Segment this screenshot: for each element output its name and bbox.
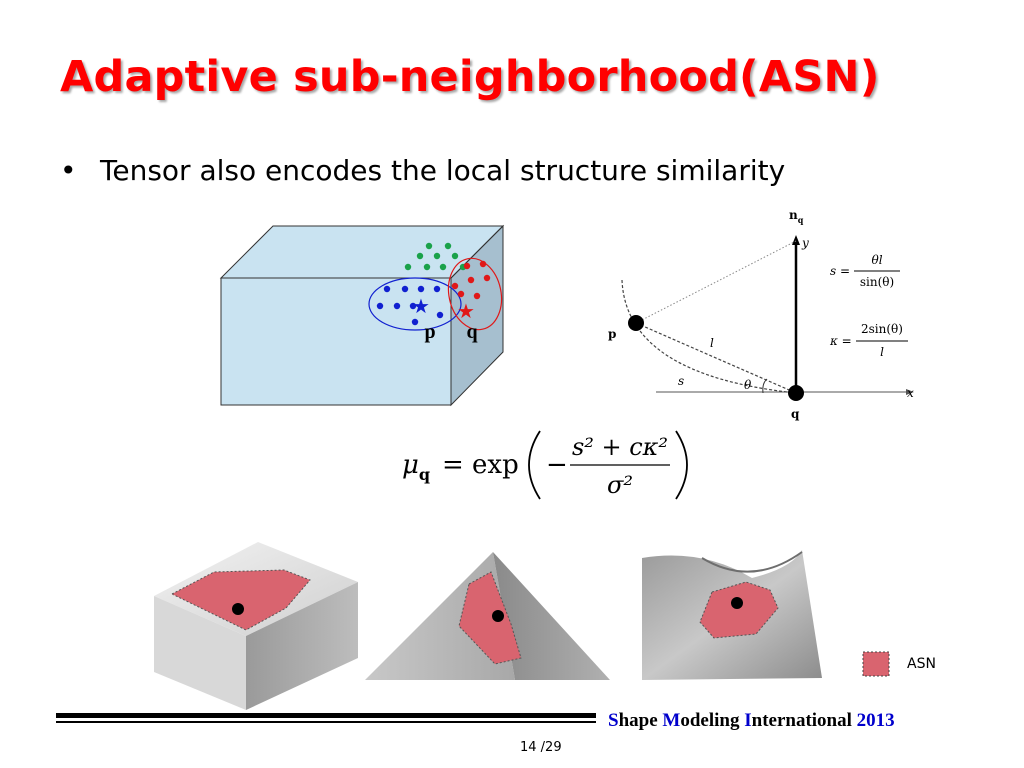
x-axis-label: x [907,386,914,400]
red-point-cluster [451,260,491,300]
point-p-label: p [424,321,435,343]
footer-rule [56,713,596,723]
formula-numerator: s² + cκ² [572,433,668,461]
asn-region-surface [699,581,779,639]
tangent-dotted-line [635,240,797,324]
point-q-star: ★ [457,299,475,323]
blue-point-cluster [376,285,444,326]
blue-neighborhood-ellipse [368,277,462,331]
legend-label: ASN [907,656,936,672]
eq-kappa-numerator: 2sin(θ) [861,322,903,336]
eq-s-lhs: s = [830,264,850,278]
asn-region-pyramid [458,571,522,665]
bullet-text: Tensor also encodes the local structure … [100,154,786,187]
arc-curve [621,279,797,394]
conference-name: Shape Modeling International 2013 [608,710,895,731]
formula-denominator: σ² [607,471,633,499]
slide-title: Adaptive sub-neighborhood(ASN) [60,52,880,102]
eq-kappa-lhs: κ = [829,334,852,348]
legend-swatch [862,651,890,677]
example-surface [642,550,822,680]
formula-exp: = exp [442,450,519,480]
center-point-cube [232,603,244,615]
point-q-label: q [466,321,477,343]
page-number: 14 /29 [520,740,562,755]
formula-mu: μq [402,450,430,484]
center-point-surface [731,597,743,609]
bullet-item: • Tensor also encodes the local structure… [60,154,785,187]
segment-l-label: l [710,336,714,350]
weight-formula: μq = exp − s² + cκ² σ² [402,430,688,500]
box-front-face [220,277,452,406]
p-label: p [608,327,616,341]
box-figure: ★ ★ p q [219,224,505,407]
eq-s-numerator: θl [871,253,882,267]
point-p-dot [628,315,644,331]
point-q-dot [788,385,804,401]
green-point-cluster [404,242,467,271]
eq-s-denominator: sin(θ) [860,275,894,289]
theta-label: θ [744,378,752,392]
example-cube [154,542,358,710]
chord-line [635,322,797,394]
bullet-marker: • [60,154,77,187]
q-label: q [791,407,800,421]
red-neighborhood-ellipse [447,257,503,331]
formula-minus: − [546,450,568,480]
right-paren [675,430,688,500]
left-paren [528,430,541,500]
asn-region-cube [170,569,311,631]
y-axis-label: y [801,236,809,250]
arc-s-label: s [678,374,684,388]
center-point-pyramid [492,610,504,622]
example-pyramid [365,552,610,680]
point-p-star: ★ [412,294,430,318]
angle-arc [762,378,768,394]
normal-label: nq [789,208,804,225]
curvature-diagram: nq y x p q l s θ s = θl sin(θ) κ = 2sin(… [608,208,914,421]
eq-kappa-denominator: l [880,345,884,359]
